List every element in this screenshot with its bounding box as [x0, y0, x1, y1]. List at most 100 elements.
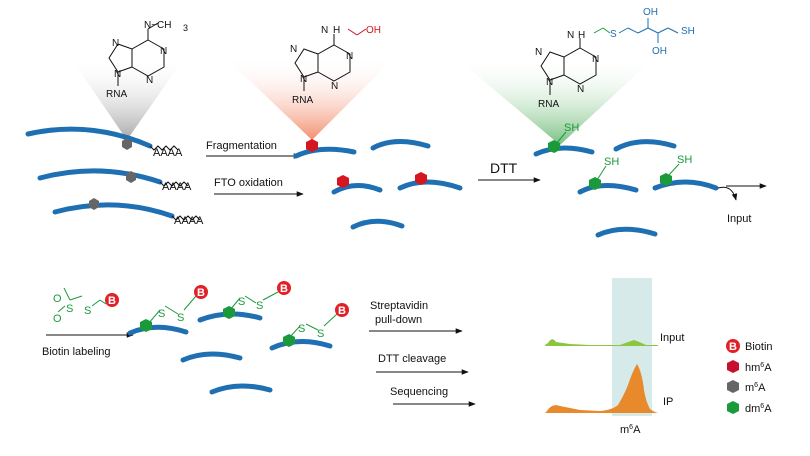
dm6a-s: S — [610, 29, 617, 40]
ip-track-label: IP — [663, 396, 673, 408]
rna-strand — [37, 168, 163, 185]
sh-label: SH — [677, 154, 692, 166]
legend-dm6a-marker — [727, 401, 739, 414]
sh-label: SH — [564, 122, 579, 134]
input-arrow — [717, 186, 738, 201]
ip-track — [545, 364, 658, 413]
input-branch-label: Input — [727, 213, 751, 225]
hm6a-hexagon — [337, 175, 349, 188]
rna-fragment — [209, 383, 273, 395]
fragment-group — [293, 139, 463, 230]
m6a-ring-n1: N — [160, 46, 167, 57]
rna-fragment — [331, 183, 383, 195]
dm6a-ring-n2: N — [577, 84, 584, 95]
dtt-cleavage-label: DTT cleavage — [378, 353, 446, 365]
sequencing-label: Sequencing — [390, 386, 448, 398]
polya-label: AAAA — [153, 147, 183, 159]
rna-strand — [52, 202, 175, 219]
dm6a-hexagon — [589, 177, 601, 190]
hm6a-ring-n1: N — [346, 51, 353, 62]
hm6a-rna-label: RNA — [292, 95, 313, 106]
dm6a-nh-n: N — [567, 30, 574, 41]
hm6a-ring-n3: N — [290, 44, 297, 55]
rna-fragment — [293, 146, 357, 159]
biotin-reagent — [57, 287, 107, 313]
s-label: S — [238, 296, 245, 308]
hm6a-ring-n4: N — [300, 74, 307, 85]
s-label: S — [66, 303, 73, 315]
dm6a-rna-label: RNA — [538, 99, 559, 110]
m6a-ring-n4: N — [114, 69, 121, 80]
m6a-structure — [108, 22, 165, 86]
dm6a-hexagon — [548, 140, 560, 153]
legend: B Biotin hm6A m6A dm6A — [726, 339, 773, 415]
dm6a-hexagon — [223, 306, 235, 319]
rna-fragment — [350, 218, 405, 230]
mrna-group — [25, 126, 175, 219]
hm6a-hexagon — [306, 139, 318, 152]
rna-fragment — [269, 339, 333, 351]
legend-biotin-marker — [726, 339, 740, 353]
peak-label: m6A — [620, 424, 641, 436]
input-track-label: Input — [660, 332, 684, 344]
rna-fragment — [533, 145, 595, 157]
s-label: S — [158, 308, 165, 320]
hm6a-ring-n2: N — [331, 81, 338, 92]
biotinylated-fragments — [127, 311, 333, 395]
legend-m6a-label: m6A — [745, 382, 766, 394]
rna-fragment — [397, 179, 463, 191]
biotin-badge — [335, 303, 349, 317]
m6a-spotlight — [70, 57, 185, 140]
dm6a-hexagon — [140, 319, 152, 332]
rna-fragment — [577, 183, 639, 195]
rna-fragment — [127, 324, 189, 336]
biotin-badge — [194, 285, 208, 299]
polya-tails — [149, 145, 201, 221]
legend-biotin-b: B — [729, 341, 737, 353]
dm6a-ring-n1: N — [592, 54, 599, 65]
pulldown-label: pull-down — [375, 314, 422, 326]
hm6a-hexagon — [415, 172, 427, 185]
s-label: S — [317, 328, 324, 340]
sulfonyl-o: O — [53, 313, 62, 325]
polya-label: AAAA — [174, 215, 204, 227]
rna-fragment — [613, 139, 677, 152]
rna-fragment — [652, 179, 719, 191]
s-label: S — [84, 305, 91, 317]
polya-label: AAAA — [162, 181, 192, 193]
legend-dm6a-label: dm6A — [745, 403, 772, 415]
dm6a-hexagon — [283, 334, 295, 347]
hm6a-oh: OH — [366, 25, 381, 36]
m6a-n-label: N−CH — [144, 20, 172, 31]
dm6a-spotlight — [455, 57, 655, 145]
s-label: S — [298, 323, 305, 335]
dtt-label: DTT — [490, 160, 518, 176]
dm6a-hexagon — [660, 173, 672, 186]
legend-hm6a-label: hm6A — [745, 362, 772, 374]
rna-fragment — [180, 351, 243, 363]
biotin-b: B — [280, 283, 288, 295]
legend-hm6a-marker — [727, 360, 739, 373]
m6a-ring-n3: N — [112, 38, 119, 49]
m6a-hexagon — [126, 171, 136, 183]
dm6a-oh-top: OH — [643, 7, 658, 18]
sulfonyl-o: O — [53, 293, 62, 305]
sh-label: SH — [604, 156, 619, 168]
hm6a-nh-n: N — [321, 25, 328, 36]
dm6a-nh-h: H — [578, 30, 585, 41]
hm6a-structure — [294, 28, 367, 91]
m6a-hexagon — [122, 138, 132, 150]
biotin-b: B — [197, 287, 205, 299]
fragmentation-label: Fragmentation — [206, 140, 277, 152]
dm6a-sh: SH — [681, 26, 695, 37]
legend-m6a-marker — [727, 380, 739, 393]
s-label: S — [256, 300, 263, 312]
dm6a-structure — [540, 18, 679, 95]
hm6a-spotlight — [225, 57, 395, 140]
m6a-hexagon — [89, 198, 99, 210]
input-track — [545, 339, 658, 346]
dm6a-ring-n4: N — [546, 77, 553, 88]
s-label: S — [177, 312, 184, 324]
